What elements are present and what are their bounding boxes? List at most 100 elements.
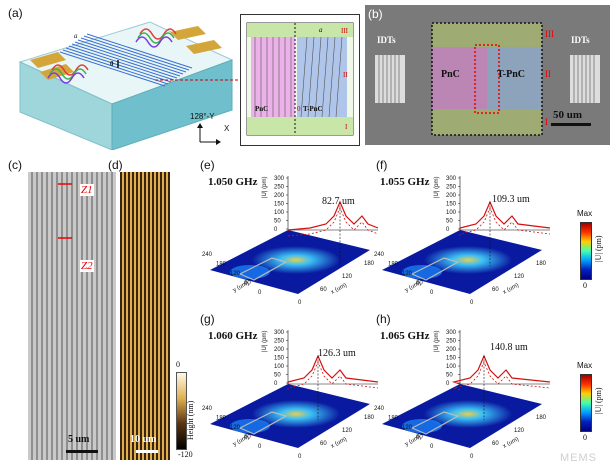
origin-mark-text: 0: [110, 60, 114, 68]
panel-d-label: (d): [108, 158, 123, 172]
region-III: III: [341, 27, 349, 35]
panel-c-sem: Z1 Z2 5 um: [28, 172, 116, 460]
region-I: I: [345, 123, 348, 131]
y-tick-label: 120: [230, 425, 241, 431]
c-scalebar-label: 5 um: [68, 434, 90, 445]
region-II: II: [343, 71, 348, 79]
device-schematic-3d: a 0: [18, 21, 240, 150]
b-pnc-label: PnC: [441, 69, 460, 80]
y-tick-label: 60: [416, 435, 423, 441]
z-tick-label: 200: [446, 347, 457, 353]
z-axis-label: |U| (pm): [262, 331, 268, 352]
colorbar-top-max: Max: [577, 209, 593, 218]
panel-h-freq: 1.065 GHz: [380, 330, 430, 342]
inset-tpnc: T-PnC: [303, 105, 323, 113]
y-axis-label: y (um): [232, 434, 250, 447]
x-axis-label: x (um): [330, 436, 348, 449]
z-tick-label: 300: [274, 176, 285, 182]
z-tick-label: 0: [446, 227, 450, 233]
x-tick-label: 180: [536, 261, 547, 267]
z-tick-label: 100: [274, 364, 285, 370]
height-min: -120: [178, 450, 193, 459]
b-tpnc-label: T-PnC: [497, 69, 525, 80]
orientation-label: 128°-Y: [190, 112, 215, 121]
panel-b: (b) IDTs IDTs PnC T-PnC III II I 50 um: [365, 5, 610, 145]
panel-d-afm: 10 um: [120, 172, 170, 460]
y-axis-label: y (um): [404, 280, 422, 293]
x-tick-label: 0: [470, 300, 474, 306]
marker-z1: Z1: [80, 184, 94, 196]
d-scalebar-label: 10 um: [130, 434, 157, 445]
panel-e-measure: 82.7 um: [322, 196, 355, 207]
panel-e-label: (e): [200, 158, 215, 172]
y-tick-label: 240: [202, 406, 213, 412]
y-tick-label: 120: [230, 271, 241, 277]
axes-icon: [197, 123, 221, 145]
z-tick-label: 0: [446, 381, 450, 387]
profile-curve-dashed: [459, 206, 551, 236]
profile-curve: [451, 354, 551, 385]
watermark: MEMS: [560, 452, 597, 464]
field-lobe: [402, 419, 442, 433]
idts-left-label: IDTs: [377, 35, 396, 45]
field-lobe: [230, 419, 270, 433]
z-tick-label: 50: [274, 219, 281, 225]
colorbar-top-label: |U| (pm): [594, 235, 603, 262]
z-tick-label: 300: [446, 330, 457, 336]
y-tick-label: 0: [430, 444, 434, 450]
field-lobe: [230, 265, 270, 279]
height-max: 0: [176, 360, 180, 369]
z-tick-label: 250: [446, 185, 457, 191]
y-tick-label: 0: [430, 290, 434, 296]
z-tick-label: 200: [446, 193, 457, 199]
z-tick-label: 200: [274, 347, 285, 353]
panel-a-label: (a): [8, 6, 23, 20]
z-tick-label: 200: [274, 193, 285, 199]
y-tick-label: 180: [216, 262, 227, 268]
x-tick-label: 0: [298, 454, 302, 460]
field-lobe: [402, 265, 442, 279]
panel-b-label: (b): [368, 7, 383, 21]
y-tick-label: 240: [374, 406, 385, 412]
panel-g-measure: 126.3 um: [318, 348, 356, 359]
unit-cell-diagram: a 0 III II I PnC T-PnC: [246, 22, 354, 136]
z-axis-label: |U| (pm): [262, 177, 268, 198]
colorbar-top: [580, 222, 592, 280]
x-tick-label: 60: [492, 441, 499, 447]
profile-curve: [287, 200, 379, 231]
unit-cell-inset: a 0 III II I PnC T-PnC: [240, 14, 360, 146]
z-axis-label: |U| (pm): [434, 331, 440, 352]
profile-curve-dashed: [287, 360, 379, 390]
z-tick-label: 300: [446, 176, 457, 182]
z-tick-label: 0: [274, 227, 278, 233]
probe-region-box: [410, 257, 460, 281]
y-tick-label: 60: [244, 281, 251, 287]
y-tick-label: 60: [416, 281, 423, 287]
z-tick-label: 150: [446, 356, 457, 362]
y-axis-label: y (um): [232, 280, 250, 293]
x-axis-label: x (um): [502, 436, 520, 449]
height-colorbar: [176, 372, 187, 450]
panel-e-freq: 1.050 GHz: [208, 176, 258, 188]
field-hotspot: [252, 246, 340, 274]
profile-curve: [287, 354, 379, 384]
x-axis-label: x (um): [502, 282, 520, 295]
x-tick-label: 180: [364, 415, 375, 421]
panel-a: (a) a 0: [0, 0, 360, 150]
x-tick-label: 60: [320, 287, 327, 293]
z-tick-label: 50: [274, 373, 281, 379]
inset-zero: 0: [297, 105, 301, 113]
z-tick-label: 250: [274, 339, 285, 345]
panel-g-freq: 1.060 GHz: [208, 330, 258, 342]
z-tick-label: 300: [274, 330, 285, 336]
y-tick-label: 60: [244, 435, 251, 441]
y-tick-label: 0: [258, 290, 262, 296]
x-tick-label: 120: [342, 274, 353, 280]
x-tick-label: 120: [342, 428, 353, 434]
panel-h-measure: 140.8 um: [490, 342, 528, 353]
panel-f-measure: 109.3 um: [492, 194, 530, 205]
z-tick-label: 150: [446, 202, 457, 208]
